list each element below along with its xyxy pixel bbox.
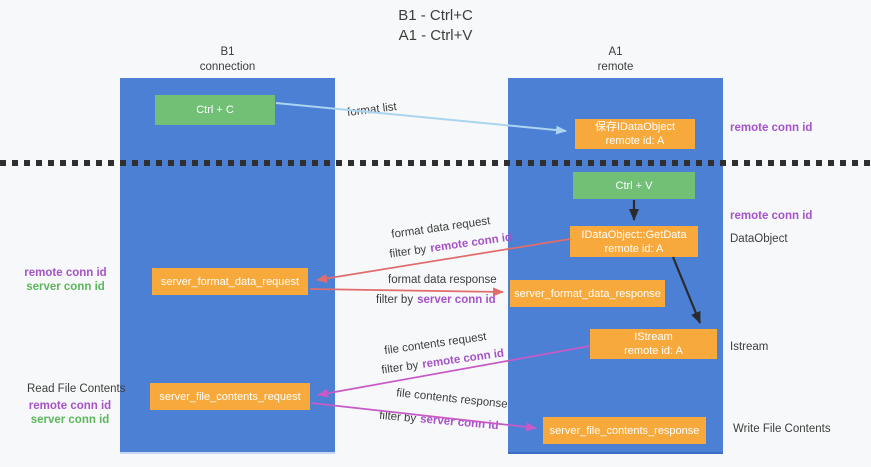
conn-id-pair-annotation-bottom: remote conn id server conn id	[20, 399, 120, 427]
ctrl-v-node: Ctrl + V	[573, 172, 695, 199]
write-file-contents-annotation: Write File Contents	[733, 423, 831, 435]
filter-by-text-3: filter by	[380, 359, 420, 377]
column-b1-name: B1	[220, 46, 235, 58]
istream-node: IStream remote id: A	[590, 329, 717, 359]
remote-conn-id-annotation-mid: remote conn id	[730, 210, 813, 222]
ctrl-c-node: Ctrl + C	[155, 95, 275, 125]
istream-line2: remote id: A	[624, 345, 683, 357]
server-format-data-response-node: server_format_data_response	[510, 280, 665, 307]
server-file-contents-response-label: server_file_contents_response	[549, 424, 700, 437]
column-b1-role: connection	[199, 61, 256, 73]
remote-conn-id-left-top: remote conn id	[24, 267, 107, 279]
istream-annotation: Istream	[730, 341, 769, 353]
idataobject-getdata-node: IDataObject::GetData remote id: A	[570, 226, 698, 257]
server-format-data-request-node: server_format_data_request	[152, 268, 308, 295]
arrow-format-data-response	[309, 287, 504, 297]
column-header-a1: A1 remote	[508, 45, 723, 75]
istream-line1: IStream	[634, 331, 673, 343]
remote-conn-id-inline-1: remote conn id	[429, 231, 513, 255]
column-header-b1: B1 connection	[120, 45, 335, 75]
remote-conn-id-left-bottom: remote conn id	[28, 400, 112, 412]
conn-id-pair-annotation-top: remote conn id server conn id	[18, 266, 113, 294]
title-line-2: A1 - Ctrl+V	[398, 27, 473, 44]
title-line-1: B1 - Ctrl+C	[398, 7, 473, 24]
ctrl-v-label: Ctrl + V	[615, 179, 653, 192]
remote-conn-id-inline-2: remote conn id	[421, 347, 505, 371]
remote-conn-id-annotation-top: remote conn id	[730, 122, 813, 134]
phase-separator-dashed-line	[0, 160, 871, 166]
diagram-title: B1 - Ctrl+C A1 - Ctrl+V	[0, 6, 871, 46]
server-conn-id-inline-1: server conn id	[417, 294, 496, 306]
format-list-label: format list	[346, 101, 398, 119]
server-conn-id-left-top: server conn id	[26, 281, 105, 293]
server-file-contents-response-node: server_file_contents_response	[543, 417, 706, 444]
save-idataobject-line1: 保存IDataObject	[594, 121, 676, 133]
server-conn-id-left-bottom: server conn id	[30, 414, 110, 426]
save-idataobject-node: 保存IDataObject remote id: A	[575, 119, 695, 149]
column-a1-name: A1	[608, 46, 623, 58]
filter-by-text-2: filter by	[376, 294, 414, 306]
getdata-line2: remote id: A	[604, 242, 664, 255]
read-file-contents-annotation: Read File Contents	[27, 383, 126, 395]
getdata-line1: IDataObject::GetData	[581, 228, 687, 241]
ctrl-c-label: Ctrl + C	[196, 104, 234, 116]
file-contents-response-label: file contents response	[395, 387, 509, 411]
server-format-data-response-label: server_format_data_response	[514, 287, 661, 300]
server-file-contents-request-node: server_file_contents_request	[150, 383, 310, 410]
filter-by-text-4: filter by	[378, 409, 417, 425]
server-conn-id-inline-2: server conn id	[419, 413, 499, 433]
dataobject-annotation: DataObject	[730, 233, 788, 245]
save-idataobject-line2: remote id: A	[605, 135, 665, 147]
filter-by-text-1: filter by	[388, 243, 428, 261]
server-file-contents-request-label: server_file_contents_request	[159, 390, 301, 403]
column-a1-role: remote	[597, 61, 634, 73]
server-format-data-request-label: server_format_data_request	[160, 275, 300, 288]
format-data-response-label: format data response	[388, 274, 497, 286]
